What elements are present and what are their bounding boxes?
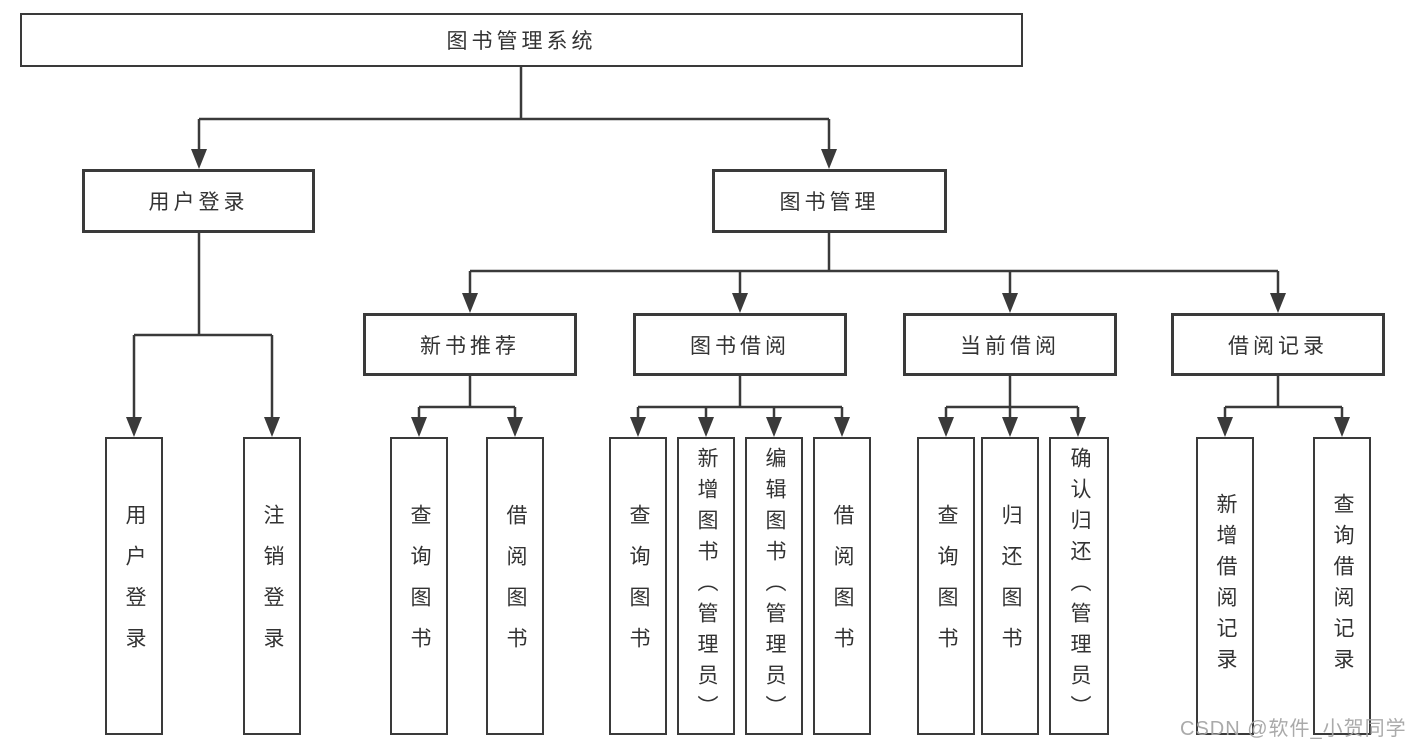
arrowhead-icon xyxy=(698,417,714,437)
node-borrow-borrow-books-label: 借阅图书 xyxy=(831,504,855,668)
arrowhead-icon xyxy=(1002,417,1018,437)
node-borrowing-records-label: 借阅记录 xyxy=(1228,334,1328,358)
arrowhead-icon xyxy=(1070,417,1086,437)
csdn-watermark: CSDN @软件_小贺同学 xyxy=(1180,718,1405,740)
arrowhead-icon xyxy=(507,417,523,437)
arrowhead-icon xyxy=(1217,417,1233,437)
node-book-management-label: 图书管理 xyxy=(779,191,880,214)
node-cur-query-books-label: 查询图书 xyxy=(935,504,959,668)
arrowhead-icon xyxy=(732,293,748,313)
node-user-login-label: 用户登录 xyxy=(148,191,249,214)
arrowhead-icon xyxy=(191,149,207,169)
node-borrow-borrow-books: 借阅图书 xyxy=(813,437,871,735)
node-book-borrowing-label: 图书借阅 xyxy=(690,334,790,358)
node-leaf-logout-label: 注销登录 xyxy=(261,504,285,668)
arrowhead-icon xyxy=(1270,293,1286,313)
node-leaf-user-login: 用户登录 xyxy=(105,437,163,735)
node-user-login: 用户登录 xyxy=(82,169,315,233)
connector-borrowing-records-children xyxy=(1217,376,1350,437)
node-root-label: 图书管理系统 xyxy=(446,30,597,53)
arrowhead-icon xyxy=(1002,293,1018,313)
node-book-borrowing: 图书借阅 xyxy=(633,313,847,376)
node-borrowing-records: 借阅记录 xyxy=(1171,313,1385,376)
node-book-management: 图书管理 xyxy=(712,169,947,233)
node-add-books-admin: 新增图书（管理员） xyxy=(677,437,735,735)
node-current-borrowing: 当前借阅 xyxy=(903,313,1117,376)
node-return-books: 归还图书 xyxy=(981,437,1039,735)
node-new-book-recommend: 新书推荐 xyxy=(363,313,577,376)
arrowhead-icon xyxy=(834,417,850,437)
node-borrow-query-books: 查询图书 xyxy=(609,437,667,735)
node-rec-query-books: 查询图书 xyxy=(390,437,448,735)
connector-book-management-children xyxy=(462,233,1286,313)
node-confirm-return-admin: 确认归还（管理员） xyxy=(1049,437,1109,735)
node-borrow-query-books-label: 查询图书 xyxy=(627,504,651,668)
node-rec-borrow-books-label: 借阅图书 xyxy=(504,504,528,668)
node-add-borrow-record: 新增借阅记录 xyxy=(1196,437,1254,735)
node-edit-books-admin-label: 编辑图书（管理员） xyxy=(763,446,787,726)
arrowhead-icon xyxy=(630,417,646,437)
node-root: 图书管理系统 xyxy=(20,13,1023,67)
arrowhead-icon xyxy=(462,293,478,313)
node-add-borrow-record-label: 新增借阅记录 xyxy=(1214,493,1238,679)
connector-current-borrowing-children xyxy=(938,376,1086,437)
connector-book-borrowing-children xyxy=(630,376,850,437)
node-rec-borrow-books: 借阅图书 xyxy=(486,437,544,735)
node-new-book-recommend-label: 新书推荐 xyxy=(420,334,520,358)
arrowhead-icon xyxy=(766,417,782,437)
connector-user-login-children xyxy=(126,233,280,437)
arrowhead-icon xyxy=(264,417,280,437)
arrowhead-icon xyxy=(1334,417,1350,437)
arrowhead-icon xyxy=(411,417,427,437)
arrowhead-icon xyxy=(821,149,837,169)
node-return-books-label: 归还图书 xyxy=(999,504,1023,668)
arrowhead-icon xyxy=(126,417,142,437)
arrowhead-icon xyxy=(938,417,954,437)
node-query-borrow-record-label: 查询借阅记录 xyxy=(1331,493,1355,679)
node-edit-books-admin: 编辑图书（管理员） xyxy=(745,437,803,735)
node-current-borrowing-label: 当前借阅 xyxy=(960,334,1060,358)
connector-new-book-recommend-children xyxy=(411,376,523,437)
node-add-books-admin-label: 新增图书（管理员） xyxy=(695,446,719,726)
connector-root-to-level2 xyxy=(191,67,837,169)
node-cur-query-books: 查询图书 xyxy=(917,437,975,735)
node-leaf-logout: 注销登录 xyxy=(243,437,301,735)
node-query-borrow-record: 查询借阅记录 xyxy=(1313,437,1371,735)
node-leaf-user-login-label: 用户登录 xyxy=(123,504,147,668)
node-confirm-return-admin-label: 确认归还（管理员） xyxy=(1068,446,1092,726)
node-rec-query-books-label: 查询图书 xyxy=(408,504,432,668)
